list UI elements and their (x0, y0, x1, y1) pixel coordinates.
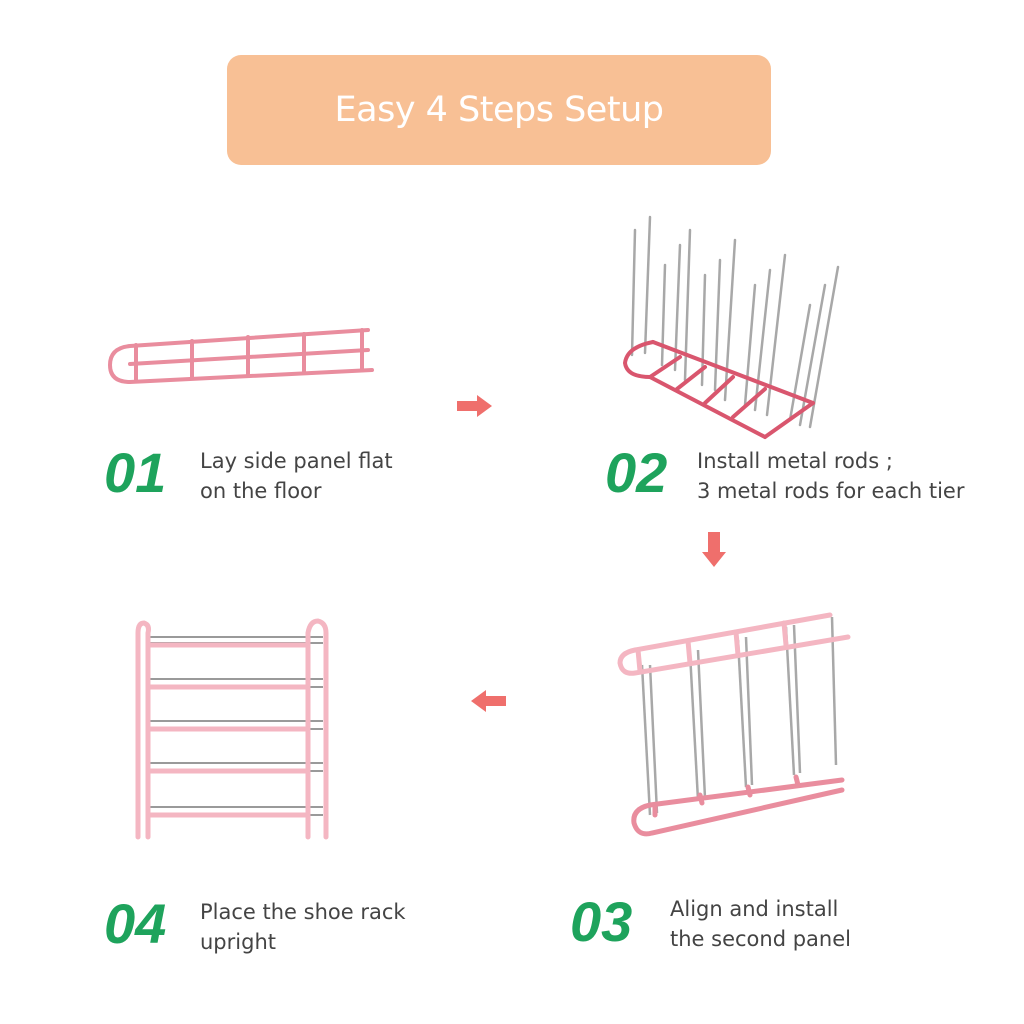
step-description-04: Place the shoe rack upright (200, 897, 406, 957)
two-panels-illustration (617, 612, 851, 837)
step-description-01: Lay side panel flat on the floor (200, 446, 393, 506)
step-number-04: 04 (104, 892, 167, 955)
step-number-03: 03 (570, 890, 633, 953)
step-03-line-1: Align and install (670, 897, 839, 921)
step-04-line-2: upright (200, 930, 276, 954)
side-panel-flat-illustration (107, 328, 374, 385)
step-description-02: Install metal rods ; 3 metal rods for ea… (697, 446, 964, 506)
step-02-line-1: Install metal rods ; (697, 449, 893, 473)
title-banner: Easy 4 Steps Setup (227, 55, 771, 165)
step-01-line-1: Lay side panel flat (200, 449, 393, 473)
step-number-02: 02 (605, 441, 668, 504)
step-04-line-1: Place the shoe rack (200, 900, 406, 924)
step-number-01: 01 (104, 441, 167, 504)
page-title: Easy 4 Steps Setup (334, 90, 664, 130)
step-02-line-2: 3 metal rods for each tier (697, 479, 965, 503)
arrow-left-icon (471, 690, 506, 712)
arrow-down-icon (702, 532, 726, 567)
upright-shoe-rack-illustration (135, 618, 329, 840)
arrow-right-icon (457, 395, 492, 417)
step-03-line-2: the second panel (670, 927, 851, 951)
step-description-03: Align and install the second panel (670, 894, 851, 954)
step-01-line-2: on the floor (200, 479, 322, 503)
panel-with-rods-illustration (622, 215, 840, 439)
